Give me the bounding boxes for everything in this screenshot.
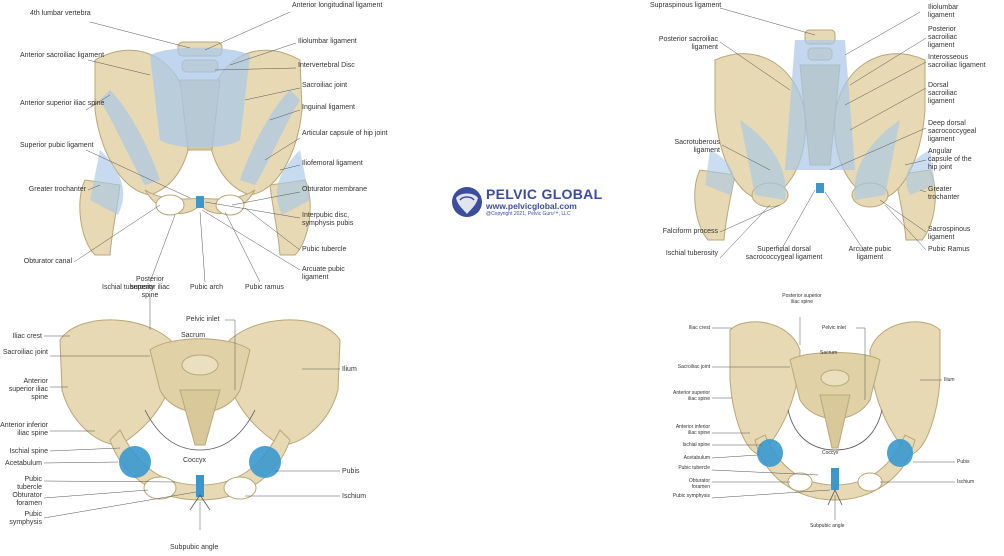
label-pubic-ramus-posterior: Pubic Ramus	[928, 246, 970, 253]
label-pubis: Pubis	[342, 468, 360, 475]
label-interosseous-sacroiliac-ligament: Interosseous sacroiliac ligament	[928, 54, 986, 69]
label-ischial-spine-male: Ischial spine	[682, 442, 710, 448]
posterior-ligaments-diagram: Supraspinous ligament Posterior sacroili…	[620, 0, 1004, 280]
label-subpubic-angle: Subpubic angle	[170, 544, 219, 551]
label-anterior-superior-iliac-spine-male: Anterior superior iliac spine	[673, 390, 710, 402]
label-greater-trochanter-posterior: Greater trochanter	[928, 186, 960, 201]
label-pubic-arch: Pubic arch	[190, 284, 224, 291]
logo-url: www.pelvicglobal.com	[486, 201, 577, 211]
label-ischium-male: Ischium	[957, 479, 975, 485]
label-dorsal-sacroiliac-ligament: Dorsal sacroiliac ligament	[928, 82, 958, 105]
label-obturator-foramen: Obturator foramen	[12, 492, 42, 507]
label-anterior-inferior-iliac-spine: Anterior inferior iliac spine	[0, 422, 48, 437]
label-pubis-male: Pubis	[957, 459, 970, 465]
label-intervertebral-disc: Intervertebral Disc	[298, 62, 355, 69]
label-sacroiliac-joint-male: Sacroiliac joint	[677, 364, 710, 370]
label-subpubic-angle-male: Subpubic angle	[810, 523, 845, 529]
label-sacroiliac-joint: Sacroiliac joint	[302, 82, 348, 89]
label-iliolumbar-ligament: Iliolumbar ligament	[298, 38, 357, 45]
label-arcuate-pubic-ligament: Arcuate pubic ligament	[302, 266, 345, 281]
label-articular-capsule-of-hip-joint: Articular capsule of hip joint	[302, 130, 388, 137]
label-anterior-superior-iliac-spine: Anterior superior iliac spine	[8, 378, 48, 401]
label-anterior-sacroiliac-ligament: Anterior sacroiliac ligament	[20, 52, 105, 59]
male-pelvis-illustration	[711, 317, 955, 520]
logo-copyright: @Copyright 2021, Pelvic Guru™, LLC	[486, 211, 571, 217]
label-ischial-tuberosity-posterior: Ischial tuberosity	[665, 250, 718, 257]
label-coccyx: Coccyx	[183, 457, 206, 464]
label-acetabulum-male: Acetabulum	[683, 455, 710, 461]
label-ischium: Ischium	[342, 493, 367, 500]
label-iliac-crest: Iliac crest	[12, 333, 42, 340]
female-pelvis-diagram: Iliac crest Sacroiliac joint Anterior su…	[0, 270, 420, 556]
label-posterior-superior-iliac-spine: Posterior superior iliac spine	[130, 276, 170, 299]
label-iliolumbar-ligament-posterior: Iliolumbar ligament	[928, 4, 959, 19]
label-sacrum: Sacrum	[181, 332, 206, 339]
label-posterior-superior-iliac-spine-male: Posterior superior iliac spine	[782, 293, 822, 305]
label-posterior-sacroiliac-ligament-right: Posterior sacroiliac ligament	[928, 26, 958, 49]
label-arcuate-pubic-ligament-posterior: Arcuate pubic ligament	[848, 246, 892, 261]
label-ilium: Ilium	[342, 366, 357, 373]
pelvic-global-logo: PELVIC GLOBAL www.pelvicglobal.com @Copy…	[450, 184, 610, 224]
label-angular-capsule-of-hip-joint: Angular capsule of the hip joint	[928, 148, 972, 171]
label-pubic-symphysis-male: Pubic symphysis	[672, 493, 710, 499]
label-iliac-crest-male: Iliac crest	[688, 325, 710, 331]
label-ischial-tuberosity: Ischial tuberosity	[102, 284, 155, 291]
label-anterior-longitudinal-ligament: Anterior longitudinal ligament	[292, 2, 383, 9]
label-greater-trochanter: Greater trochanter	[28, 186, 86, 193]
label-interpubic-disc: Interpubic disc, symphysis pubis	[302, 212, 354, 227]
label-sacrum-male: Sacrum	[820, 350, 838, 356]
label-superior-pubic-ligament: Superior pubic ligament	[20, 142, 94, 149]
male-pelvis-diagram: Iliac crest Sacroiliac joint Anterior su…	[670, 290, 1004, 536]
label-deep-dorsal-sacrococcygeal-ligament: Deep dorsal sacrococcygeal ligament	[928, 120, 977, 143]
label-obturator-foramen-male: Obturator foramen	[688, 478, 710, 490]
label-pubic-tubercle: Pubic tubercle	[17, 476, 42, 491]
female-pelvis-illustration	[43, 295, 341, 530]
logo-title: PELVIC GLOBAL	[486, 186, 603, 202]
label-pubic-tubercle-male: Pubic tubercle	[678, 465, 710, 471]
label-posterior-sacroiliac-ligament-left: Posterior sacroiliac ligament	[658, 36, 718, 51]
label-pubic-ramus: Pubic ramus	[245, 284, 284, 291]
label-obturator-canal: Obturator canal	[23, 258, 72, 265]
label-ilium-male: Ilium	[944, 377, 955, 383]
label-pelvic-inlet: Pelvic inlet	[186, 316, 220, 323]
label-sacroiliac-joint: Sacroiliac joint	[2, 349, 48, 356]
anterior-pelvis-illustration	[73, 11, 311, 283]
label-iliofemoral-ligament: Iliofemoral ligament	[302, 160, 363, 167]
anterior-ligaments-diagram: 4th lumbar vertebra Anterior sacroiliac …	[0, 0, 400, 300]
pelvis-globe-icon	[452, 187, 482, 217]
label-pubic-tubercle: Pubic tubercle	[302, 246, 347, 253]
label-superficial-dorsal-sacrococcygeal-ligament: Superficial dorsal sacrococcygeal ligame…	[745, 246, 823, 261]
label-coccyx-male: Coccyx	[822, 450, 839, 456]
label-acetabulum: Acetabulum	[5, 460, 42, 467]
label-pubic-symphysis: Pubic symphysis	[9, 511, 42, 526]
label-sacrospinous-ligament: Sacrospinous ligament	[928, 226, 971, 241]
label-ischial-spine: Ischial spine	[9, 448, 48, 455]
label-pelvic-inlet-male: Pelvic inlet	[822, 325, 846, 331]
label-4th-lumbar-vertebra: 4th lumbar vertebra	[30, 10, 91, 17]
label-obturator-membrane: Obturator membrane	[302, 186, 367, 193]
posterior-pelvis-illustration	[694, 7, 936, 259]
label-anterior-inferior-iliac-spine-male: Anterior inferior iliac spine	[675, 424, 710, 436]
label-anterior-superior-iliac-spine: Anterior superior iliac spine	[20, 100, 105, 107]
label-falciform-process: Falciform process	[662, 228, 718, 235]
label-supraspinous-ligament: Supraspinous ligament	[650, 2, 722, 9]
label-inguinal-ligament: Inguinal ligament	[302, 104, 355, 111]
label-sacrotuberous-ligament: Sacrotuberous ligament	[674, 139, 720, 154]
